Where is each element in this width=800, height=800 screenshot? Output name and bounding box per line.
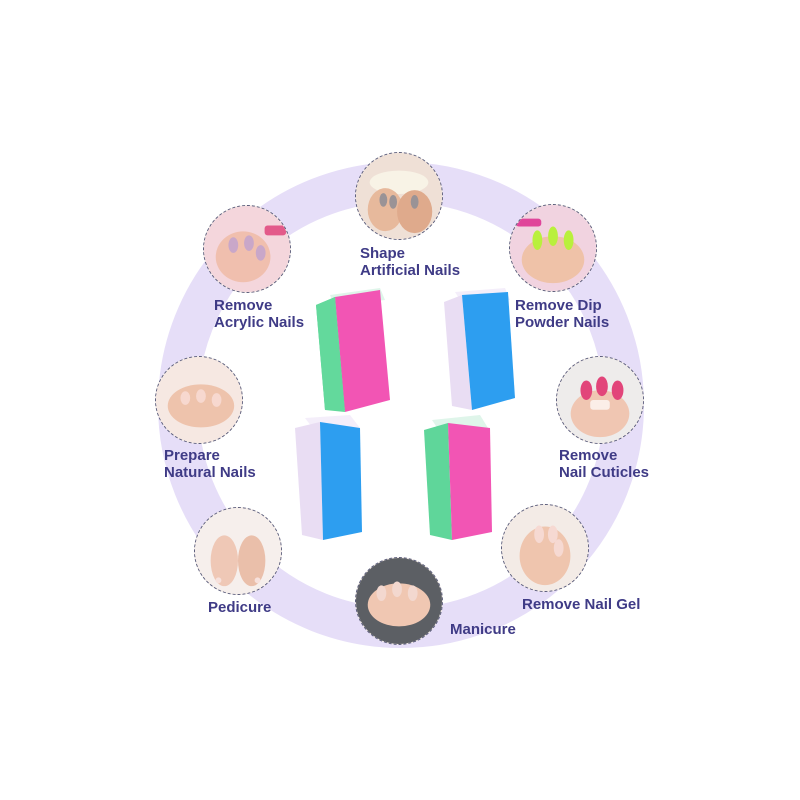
label-line: Nail Cuticles [559,464,650,481]
label-line: Remove [214,297,273,314]
buffer-block-icon [424,415,492,540]
label-manicure: Manicure [450,621,516,638]
label-remove-dip-powder-nails: Remove Dip Powder Nails [515,297,609,331]
remove-dip-powder-nails-photo-icon [509,204,597,292]
prepare-natural-nails-photo-icon [155,356,243,444]
label-line: Manicure [450,621,516,638]
label-prepare-natural-nails: Prepare Natural Nails [164,447,256,481]
remove-nail-cuticles-photo-icon [556,356,644,444]
label-line: Prepare [164,447,220,464]
pedicure-photo-icon [194,507,282,595]
label-remove-nail-cuticles: Remove Nail Cuticles [559,447,649,481]
label-line: Powder Nails [515,314,610,331]
label-remove-nail-gel: Remove Nail Gel [522,596,640,613]
buffer-block-icon [295,415,362,540]
remove-nail-gel-photo-icon [501,504,589,592]
label-line: Acrylic Nails [214,314,305,331]
shape-artificial-nails-photo-icon [355,152,443,240]
label-shape-artificial-nails: Shape Artificial Nails [360,245,460,279]
manicure-photo-icon [355,557,443,645]
remove-acrylic-nails-photo-icon [203,205,291,293]
label-pedicure: Pedicure [208,599,271,616]
label-line: Natural Nails [164,464,256,481]
label-line: Artificial Nails [360,262,461,279]
label-line: Shape [360,245,406,262]
buffer-block-icon [316,288,390,412]
label-remove-acrylic-nails: Remove Acrylic Nails [214,297,304,331]
label-line: Remove Nail Gel [522,596,641,613]
buffer-block-icon [444,288,515,410]
label-line: Pedicure [208,599,272,616]
label-line: Remove [559,447,618,464]
label-line: Remove Dip [515,297,602,314]
